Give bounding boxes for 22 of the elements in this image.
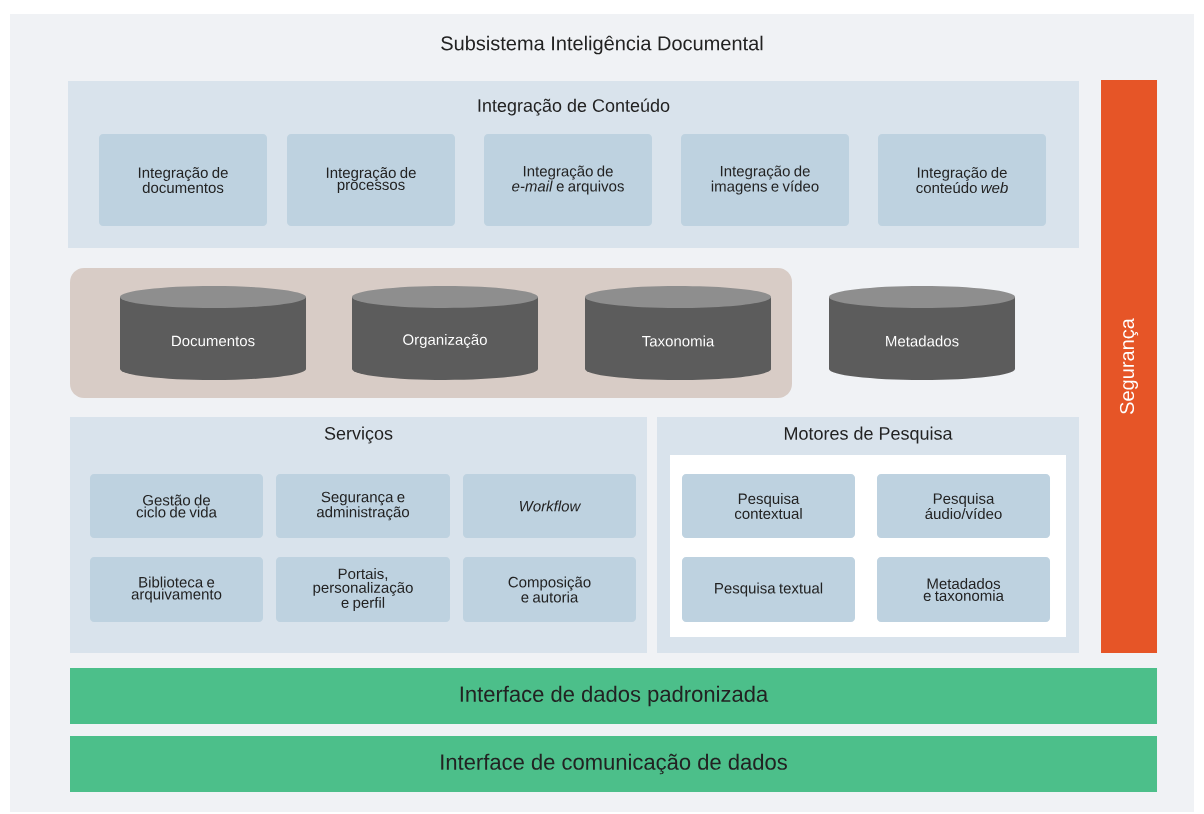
module-box: Metadados e taxonomia [877, 557, 1050, 622]
module-box: Composição e autoria [463, 557, 636, 622]
module-box: Workflow [463, 474, 636, 538]
module-box: Pesquisa textual [682, 557, 855, 622]
module-box: Integração de conteúdo web [878, 134, 1046, 226]
interface-band: Interface de dados padronizada [70, 668, 1157, 724]
module-box: Portais, personalização e perfil [276, 557, 450, 622]
module-box: Pesquisa áudio/vídeo [877, 474, 1050, 538]
module-box: Pesquisa contextual [682, 474, 855, 538]
database-cylinder: Taxonomia [585, 286, 771, 380]
module-box: Gestão de ciclo de vida [90, 474, 263, 538]
database-cylinder: Metadados [829, 286, 1015, 380]
module-box: Integração de documentos [99, 134, 267, 226]
database-cylinder: Organização [352, 286, 538, 380]
module-box: Biblioteca e arquivamento [90, 557, 263, 622]
security-bar: Segurança [1101, 80, 1157, 653]
interface-band: Interface de comunicação de dados [70, 736, 1157, 792]
module-box: Integração de e-mail e arquivos [484, 134, 652, 226]
module-box: Integração de imagens e vídeo [681, 134, 849, 226]
database-cylinder: Documentos [120, 286, 306, 380]
module-box: Segurança e administração [276, 474, 450, 538]
module-box: Integração de processos [287, 134, 455, 226]
